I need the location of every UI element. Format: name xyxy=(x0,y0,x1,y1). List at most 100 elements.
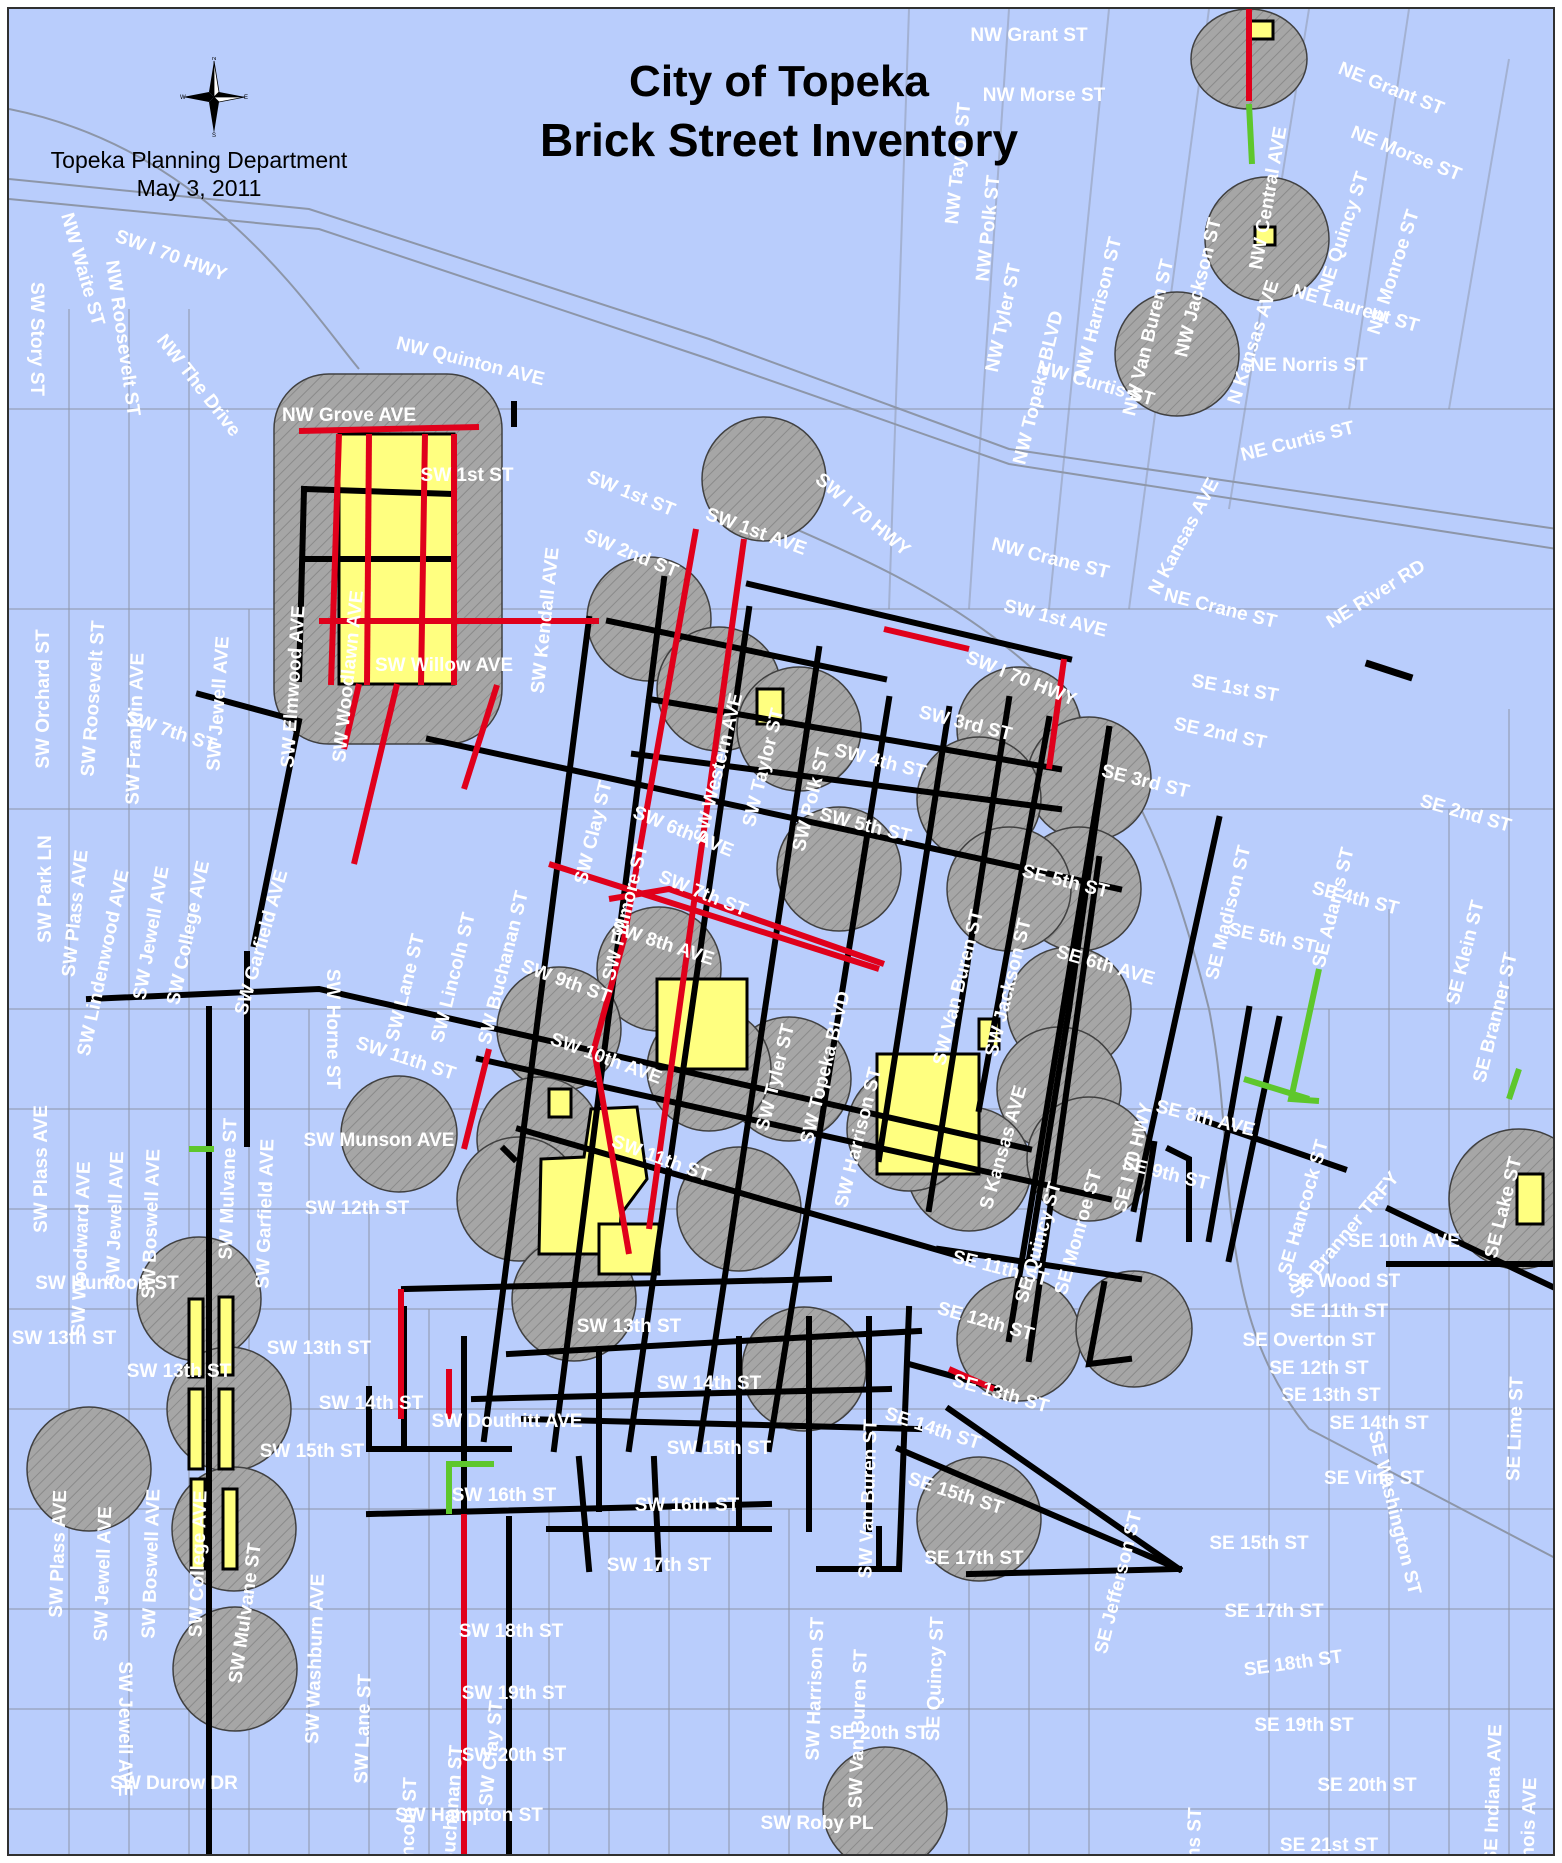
street-label: NW Roosevelt ST xyxy=(101,259,144,418)
street-label: SW 15th ST xyxy=(260,1441,365,1462)
street-label: SW Horne ST xyxy=(322,969,343,1090)
street-label: SE Quincy ST xyxy=(923,1616,948,1742)
street-label: SE Lawrence ST xyxy=(1550,1374,1555,1523)
street-label: SE 15th ST xyxy=(1209,1533,1309,1554)
street-label: SW 16th ST xyxy=(635,1495,740,1516)
street-label: SW Durow DR xyxy=(110,1773,238,1794)
street-label: SE Jefferson ST xyxy=(1091,1509,1147,1656)
map-date: May 3, 2011 xyxy=(136,175,262,201)
street-label: SW 21st ST xyxy=(742,1853,846,1856)
brick-streets xyxy=(85,401,1553,1854)
street-label: SE Lime ST xyxy=(1503,1376,1528,1482)
street-label: SW Willow AVE xyxy=(375,655,513,676)
street-label: SW 12th ST xyxy=(305,1198,410,1219)
street-label: N Kansas AVE xyxy=(1145,475,1224,599)
street-label: SW Jewell AVE xyxy=(91,1506,117,1642)
street-label: NW Grove AVE xyxy=(282,405,416,426)
street-label: SW 1st AVE xyxy=(1002,596,1110,642)
brick-streets-green xyxy=(189,103,1522,1514)
street-label: SW Plass AVE xyxy=(31,1105,52,1233)
north-arrow-icon: N S E W xyxy=(179,56,249,139)
street-label: SW Plass AVE xyxy=(46,1490,71,1618)
street-label: SW Boswell AVE xyxy=(138,1149,164,1300)
street-label: SE Wood ST xyxy=(1288,1271,1401,1292)
street-label: SW Lane ST xyxy=(382,931,429,1043)
street-label: SW I 70 HWY xyxy=(112,226,230,286)
street-label: SW 1st ST xyxy=(421,465,514,486)
street-label: SW Roosevelt ST xyxy=(78,620,110,778)
street-label: SW Roby PL xyxy=(761,1813,874,1834)
street-label: SE 8th AVE xyxy=(1154,1096,1257,1141)
street-label: SW Orchard ST xyxy=(33,629,54,769)
street-label: NW Polk ST xyxy=(973,174,1005,283)
street-label: SE 1st ST xyxy=(1190,671,1280,707)
street-label: SE Vine ST xyxy=(1324,1468,1424,1489)
street-label: SW Franklin AVE xyxy=(122,652,148,805)
street-label: SW 19th ST xyxy=(462,1683,567,1704)
street-label: NW The Drive xyxy=(152,330,245,440)
street-label: SW Hampton ST xyxy=(395,1805,543,1826)
street-label: SE 17th ST xyxy=(1224,1601,1324,1622)
street-label: SW Woodward AVE xyxy=(68,1161,95,1337)
compass-e: E xyxy=(244,95,248,101)
compass-s: S xyxy=(212,133,216,137)
street-label: SE 12th ST xyxy=(1269,1358,1369,1379)
street-label: SW 13th ST xyxy=(577,1316,682,1337)
street-label: SW 18th ST xyxy=(459,1621,564,1642)
street-label: SE 10th AVE xyxy=(1348,1231,1460,1252)
street-label: SW I 70 HWY xyxy=(811,469,915,561)
street-label: NE Grant ST xyxy=(1335,58,1447,120)
street-label: SW Washburn AVE xyxy=(302,1573,329,1744)
street-label: SW Park LN xyxy=(35,835,56,943)
street-label: SE 21st ST xyxy=(1280,1835,1379,1856)
street-label: SW Douthitt AVE xyxy=(432,1411,583,1432)
street-label: SE 19th ST xyxy=(1254,1715,1354,1736)
street-label: SE Washington ST xyxy=(1364,1429,1425,1598)
street-label: NW Morse ST xyxy=(983,85,1106,106)
street-label: SW 13th ST xyxy=(12,1328,117,1349)
map-title: City of Topeka xyxy=(629,57,929,106)
street-label: SE 13th ST xyxy=(1281,1385,1381,1406)
street-label: SW 14th ST xyxy=(657,1373,762,1394)
street-label: NE River RD xyxy=(1323,556,1429,633)
street-label: SW 20th ST xyxy=(462,1745,567,1766)
street-label: SE 2nd ST xyxy=(1172,714,1269,754)
street-label: SE 17th ST xyxy=(924,1548,1024,1569)
compass-n: N xyxy=(212,57,216,62)
street-label: SW 15th ST xyxy=(667,1438,772,1459)
street-label: NE Crane ST xyxy=(1162,585,1279,633)
street-label: SE 14th ST xyxy=(1329,1413,1429,1434)
street-label: SE Indiana AVE xyxy=(1481,1724,1507,1856)
street-label: SW Story ST xyxy=(26,282,47,396)
street-label: SW Lane ST xyxy=(351,1673,376,1784)
street-label: SW Munson AVE xyxy=(304,1130,455,1151)
brick-streets-red xyxy=(298,9,1252,1854)
street-label: SW College AVE xyxy=(185,1490,211,1637)
street-label: NW Grant ST xyxy=(970,25,1088,46)
street-label: SW 17th ST xyxy=(607,1555,712,1576)
street-label: SW 13th ST xyxy=(127,1361,232,1382)
street-label: SE 20th ST xyxy=(829,1723,929,1744)
street-label: NW Waite ST xyxy=(56,211,108,329)
street-label: SW Jewell AVE xyxy=(103,1151,129,1287)
street-label: NW Topeka BLVD xyxy=(1009,309,1068,467)
compass-w: W xyxy=(180,95,186,101)
street-label: SW Garfield AVE xyxy=(252,1139,278,1290)
street-label: NW Crane ST xyxy=(989,534,1111,584)
street-label: SW 16th ST xyxy=(452,1485,557,1506)
street-label: SE Illinois AVE xyxy=(1516,1777,1542,1856)
street-label: SE 11th ST xyxy=(1290,1301,1389,1322)
street-label: SW Mulvane ST xyxy=(216,1117,242,1260)
street-label: NE Laurent ST xyxy=(1290,281,1422,337)
street-label: SW Lincoln ST xyxy=(396,1777,422,1856)
street-label: SW Garfield AVE xyxy=(231,868,293,1018)
street-label: NE Curtis ST xyxy=(1239,417,1357,466)
street-label: SW 1st ST xyxy=(584,467,678,521)
street-label: SW Boswell AVE xyxy=(138,1489,164,1640)
street-label: SE 5th ST xyxy=(1227,919,1318,958)
map-subtitle: Brick Street Inventory xyxy=(539,114,1019,166)
department-name: Topeka Planning Department xyxy=(50,147,348,173)
street-label: SW Clay ST xyxy=(571,779,617,887)
